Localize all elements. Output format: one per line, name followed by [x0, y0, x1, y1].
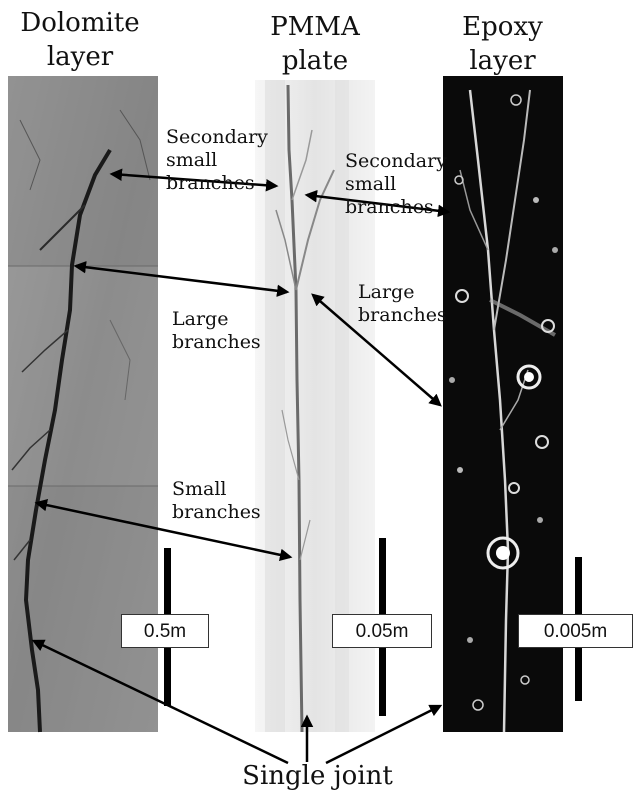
title-pmma: PMMA plate: [240, 10, 390, 78]
label-secondary-left-l3: branches: [166, 172, 268, 195]
single-joint-label: Single joint: [230, 760, 405, 792]
title-epoxy-line1: Epoxy: [435, 10, 570, 44]
label-large-left-l2: branches: [172, 331, 261, 354]
label-small: Small branches: [172, 478, 261, 524]
title-pmma-line2: plate: [240, 44, 390, 78]
label-secondary-right: Secondary small branches: [345, 150, 447, 219]
label-small-l2: branches: [172, 501, 261, 524]
title-pmma-line1: PMMA: [240, 10, 390, 44]
label-secondary-left-l2: small: [166, 149, 268, 172]
label-secondary-left: Secondary small branches: [166, 126, 268, 195]
label-secondary-right-l3: branches: [345, 196, 447, 219]
title-epoxy: Epoxy layer: [435, 10, 570, 78]
label-secondary-right-l2: small: [345, 173, 447, 196]
scale-label-pmma: 0.05m: [332, 614, 432, 648]
title-epoxy-line2: layer: [435, 44, 570, 78]
label-large-right: Large branches: [358, 281, 447, 327]
title-dolomite-line2: layer: [0, 40, 160, 74]
scale-label-epoxy: 0.005m: [518, 614, 633, 648]
title-dolomite-line1: Dolomite: [0, 6, 160, 40]
scale-label-dolomite: 0.5m: [121, 614, 209, 648]
label-large-right-l1: Large: [358, 281, 447, 304]
label-secondary-left-l1: Secondary: [166, 126, 268, 149]
label-large-left: Large branches: [172, 308, 261, 354]
label-large-left-l1: Large: [172, 308, 261, 331]
title-dolomite: Dolomite layer: [0, 6, 160, 74]
label-secondary-right-l1: Secondary: [345, 150, 447, 173]
label-large-right-l2: branches: [358, 304, 447, 327]
label-small-l1: Small: [172, 478, 261, 501]
